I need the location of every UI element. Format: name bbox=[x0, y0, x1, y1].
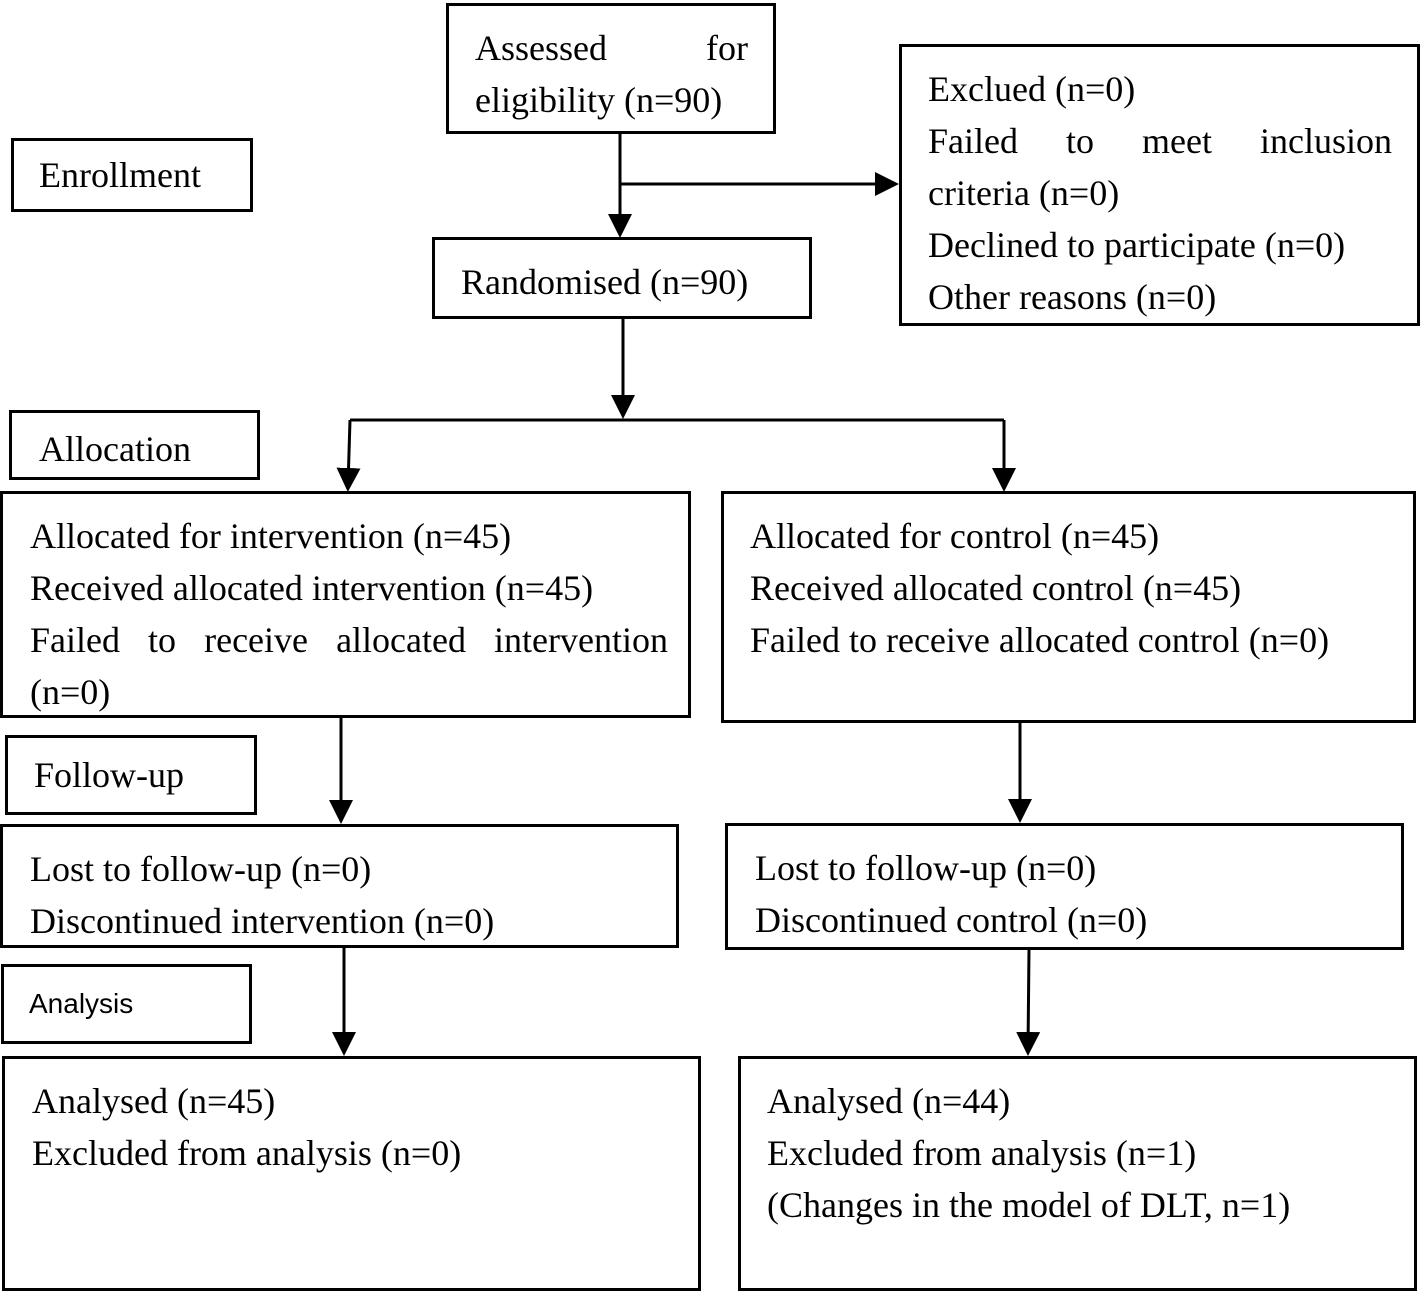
intervention-discontinued: Discontinued intervention (n=0) bbox=[30, 901, 495, 941]
intervention-failed-n: (n=0) bbox=[30, 672, 111, 712]
intervention-analysed: Analysed (n=45) bbox=[32, 1081, 276, 1121]
stage-analysis-label: Analysis bbox=[29, 988, 134, 1019]
assessed-line-1: Assessed for bbox=[475, 28, 748, 68]
intervention-lost: Lost to follow-up (n=0) bbox=[30, 849, 372, 889]
control-discontinued: Discontinued control (n=0) bbox=[755, 900, 1148, 940]
control-exclusion-reason: (Changes in the model of DLT, n=1) bbox=[767, 1185, 1291, 1225]
stage-enrollment: Enrollment bbox=[11, 138, 253, 212]
excluded-line-4: Declined to participate (n=0) bbox=[928, 225, 1346, 265]
randomised-label: Randomised (n=90) bbox=[461, 262, 749, 302]
control-allocation-box: Allocated for control (n=45) Received al… bbox=[721, 491, 1416, 723]
stage-allocation: Allocation bbox=[9, 410, 260, 480]
control-excluded-analysis: Excluded from analysis (n=1) bbox=[767, 1133, 1197, 1173]
assessed-line-2: eligibility (n=90) bbox=[475, 80, 723, 120]
intervention-excluded-analysis: Excluded from analysis (n=0) bbox=[32, 1133, 462, 1173]
control-allocated: Allocated for control (n=45) bbox=[750, 516, 1160, 556]
intervention-allocated: Allocated for intervention (n=45) bbox=[30, 516, 512, 556]
stage-enrollment-label: Enrollment bbox=[39, 155, 201, 195]
excluded-box: Exclued (n=0) Failed to meet inclusion c… bbox=[899, 44, 1420, 326]
excluded-line-3: criteria (n=0) bbox=[928, 173, 1120, 213]
excluded-line-2: Failed to meet inclusion bbox=[928, 121, 1392, 161]
stage-follow-up: Follow-up bbox=[5, 735, 257, 815]
stage-analysis: Analysis bbox=[1, 964, 252, 1044]
intervention-failed: Failed to receive allocated intervention bbox=[30, 620, 668, 660]
randomised-box: Randomised (n=90) bbox=[432, 237, 812, 319]
control-followup-box: Lost to follow-up (n=0) Discontinued con… bbox=[725, 823, 1404, 950]
control-analysed: Analysed (n=44) bbox=[767, 1081, 1011, 1121]
control-failed: Failed to receive allocated control (n=0… bbox=[750, 620, 1330, 660]
intervention-followup-box: Lost to follow-up (n=0) Discontinued int… bbox=[0, 824, 679, 948]
assessed-box: Assessed for eligibility (n=90) bbox=[446, 3, 776, 134]
intervention-allocation-box: Allocated for intervention (n=45) Receiv… bbox=[0, 491, 691, 718]
arrow-to-intervention bbox=[336, 419, 361, 492]
excluded-line-1: Exclued (n=0) bbox=[928, 69, 1136, 109]
control-received: Received allocated control (n=45) bbox=[750, 568, 1242, 608]
stage-allocation-label: Allocation bbox=[39, 429, 191, 469]
arrow-control-followup-to-analysis bbox=[1016, 948, 1041, 1056]
excluded-line-5: Other reasons (n=0) bbox=[928, 277, 1217, 317]
control-lost: Lost to follow-up (n=0) bbox=[755, 848, 1097, 888]
control-analysis-box: Analysed (n=44) Excluded from analysis (… bbox=[738, 1056, 1417, 1291]
intervention-analysis-box: Analysed (n=45) Excluded from analysis (… bbox=[2, 1056, 701, 1291]
intervention-received: Received allocated intervention (n=45) bbox=[30, 568, 594, 608]
stage-follow-up-label: Follow-up bbox=[34, 755, 185, 795]
